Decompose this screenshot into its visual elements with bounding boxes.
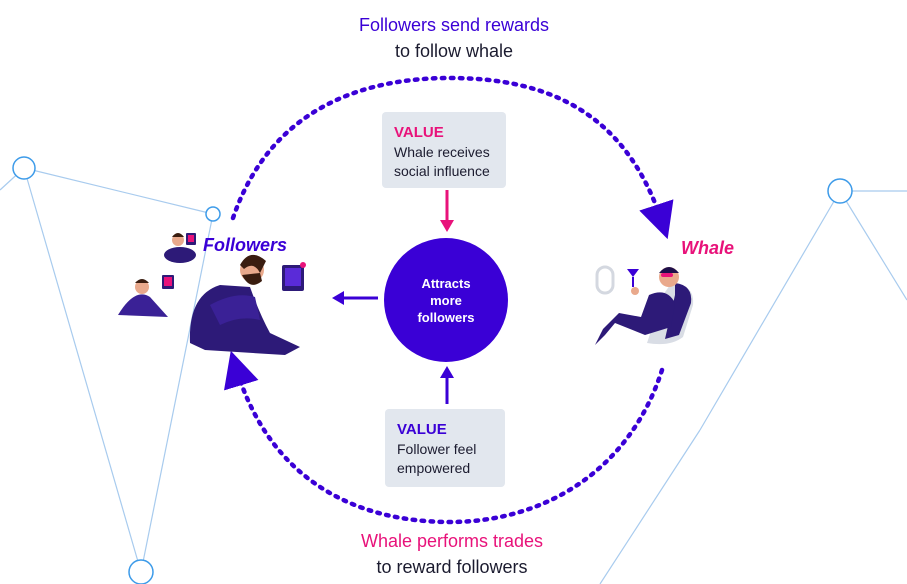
value-top-text-line1: Whale receives xyxy=(394,144,490,160)
followers-label: Followers xyxy=(203,235,288,255)
small-follower-left xyxy=(118,275,174,317)
bottom-arc xyxy=(224,350,665,525)
hub-line1: Attracts xyxy=(421,275,471,291)
top-caption-text: to follow whale xyxy=(394,41,514,61)
value-bottom-text-line2: empowered xyxy=(397,460,471,476)
value-box-top: VALUE Whale receives social influence xyxy=(382,112,506,188)
hub-line2: more xyxy=(430,292,462,308)
value-top-title: VALUE xyxy=(394,124,444,141)
top-caption: Followers send rewards to follow whale xyxy=(304,12,604,64)
whale-illustration xyxy=(595,265,694,345)
top-arc xyxy=(230,75,674,240)
whale-label: Whale xyxy=(681,238,735,258)
value-bottom-title: VALUE xyxy=(397,421,447,438)
main-follower xyxy=(189,254,306,355)
value-bottom-text-line1: Follower feel xyxy=(397,441,477,457)
hub-line3: followers xyxy=(417,309,475,325)
top-caption-highlight: Followers send rewards xyxy=(358,15,550,35)
bottom-caption-text: to reward followers xyxy=(376,557,528,577)
followers-illustration xyxy=(118,233,306,355)
small-follower-top xyxy=(164,233,196,263)
value-top-text-line2: social influence xyxy=(394,163,490,179)
bottom-caption: Whale performs trades to reward follower… xyxy=(302,528,602,580)
hub-circle: Attracts more followers xyxy=(384,238,508,362)
bottom-caption-highlight: Whale performs trades xyxy=(360,531,544,551)
value-box-bottom: VALUE Follower feel empowered xyxy=(385,409,505,487)
